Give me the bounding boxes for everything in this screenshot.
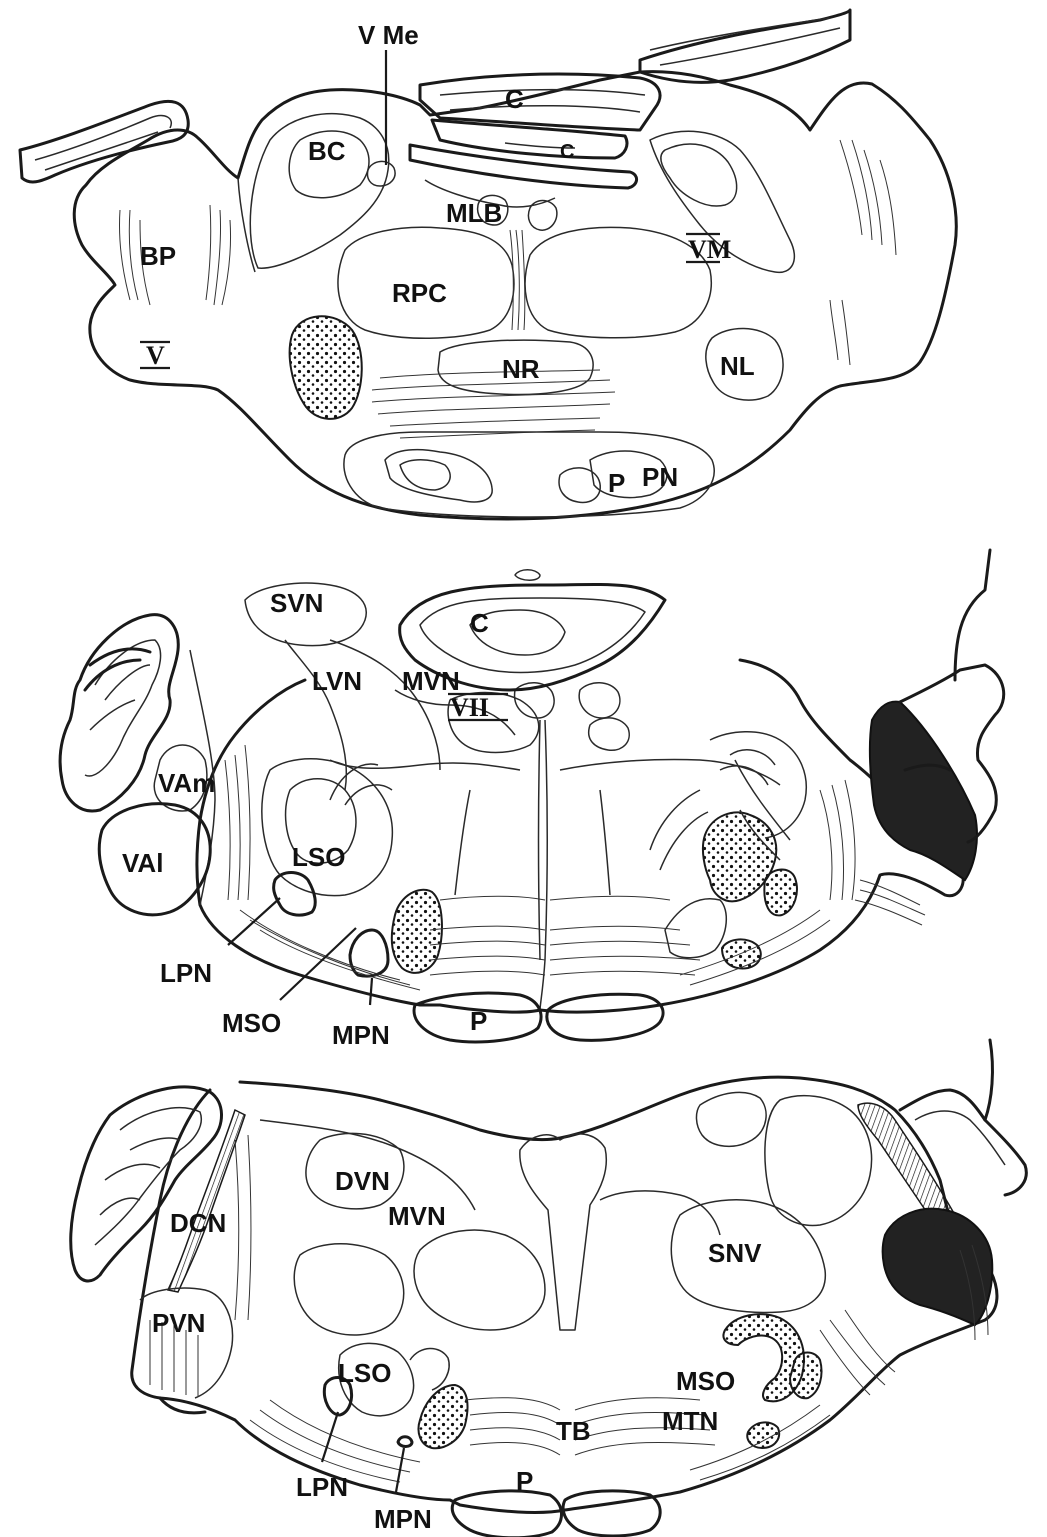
middle-dotted-left — [392, 890, 442, 973]
bottom-left-folia — [71, 1087, 222, 1281]
label-c-small: C — [560, 141, 574, 163]
label-lvn: LVN — [312, 666, 362, 696]
label-p-bottom: P — [516, 1466, 533, 1496]
bottom-pyramid-left — [452, 1491, 561, 1537]
label-bp: BP — [140, 241, 176, 271]
bottom-dotted-small-right — [790, 1353, 822, 1399]
label-v: V — [146, 341, 165, 370]
label-pn: PN — [642, 462, 678, 492]
label-mpn-bottom: MPN — [374, 1504, 432, 1534]
bottom-dotted-left — [419, 1385, 468, 1448]
label-lpn-bottom: LPN — [296, 1472, 348, 1502]
label-rpc: RPC — [392, 278, 447, 308]
label-lso-bottom: LSO — [338, 1358, 391, 1388]
label-p-middle: P — [470, 1006, 487, 1036]
label-lso-middle: LSO — [292, 842, 345, 872]
label-c-top: C — [505, 84, 524, 114]
label-vii: VII — [450, 693, 489, 722]
label-mvn-bottom: MVN — [388, 1201, 446, 1231]
label-mvn-middle: MVN — [402, 666, 460, 696]
middle-lpn-shape — [274, 873, 316, 916]
middle-section-outline — [197, 660, 963, 1012]
bottom-section-outline — [132, 1077, 997, 1512]
top-dotted-nucleus — [290, 316, 362, 419]
middle-right-black-nucleus — [870, 702, 977, 880]
label-lpn-middle: LPN — [160, 958, 212, 988]
middle-dotted-right-small — [764, 870, 797, 916]
label-val: VAl — [122, 848, 163, 878]
label-mlb: MLB — [446, 198, 502, 228]
label-vm: VM — [688, 235, 731, 264]
lpn-leader-middle — [228, 898, 280, 945]
middle-dotted-right-bottom — [722, 939, 761, 968]
middle-pyramid-right — [547, 994, 663, 1040]
label-dcn: DCN — [170, 1208, 226, 1238]
section-bottom: DVN MVN DCN SNV PVN LSO MSO TB MTN LPN P… — [71, 1040, 1027, 1537]
label-mpn-middle: MPN — [332, 1020, 390, 1050]
label-svn: SVN — [270, 588, 323, 618]
label-tb: TB — [556, 1416, 591, 1446]
label-bc: BC — [308, 136, 346, 166]
label-nr: NR — [502, 354, 540, 384]
label-dvn: DVN — [335, 1166, 390, 1196]
bottom-right-black-nucleus — [883, 1209, 993, 1325]
label-mtn: MTN — [662, 1406, 718, 1436]
label-snv: SNV — [708, 1238, 762, 1268]
label-vme: V Me — [358, 20, 419, 50]
label-mso-middle: MSO — [222, 1008, 281, 1038]
label-pvn: PVN — [152, 1308, 205, 1338]
section-middle: SVN C LVN MVN VII VAm VAl LSO LPN MSO MP… — [60, 550, 1004, 1050]
bottom-mtn-dotted — [747, 1422, 779, 1448]
label-vam: VAm — [158, 768, 215, 798]
label-c-middle: C — [470, 608, 489, 638]
label-p-top: P — [608, 468, 625, 498]
label-mso-bottom: MSO — [676, 1366, 735, 1396]
label-nl: NL — [720, 351, 755, 381]
section-top: V Me C C BC MLB VM BP RPC V NR NL P PN — [20, 10, 956, 519]
